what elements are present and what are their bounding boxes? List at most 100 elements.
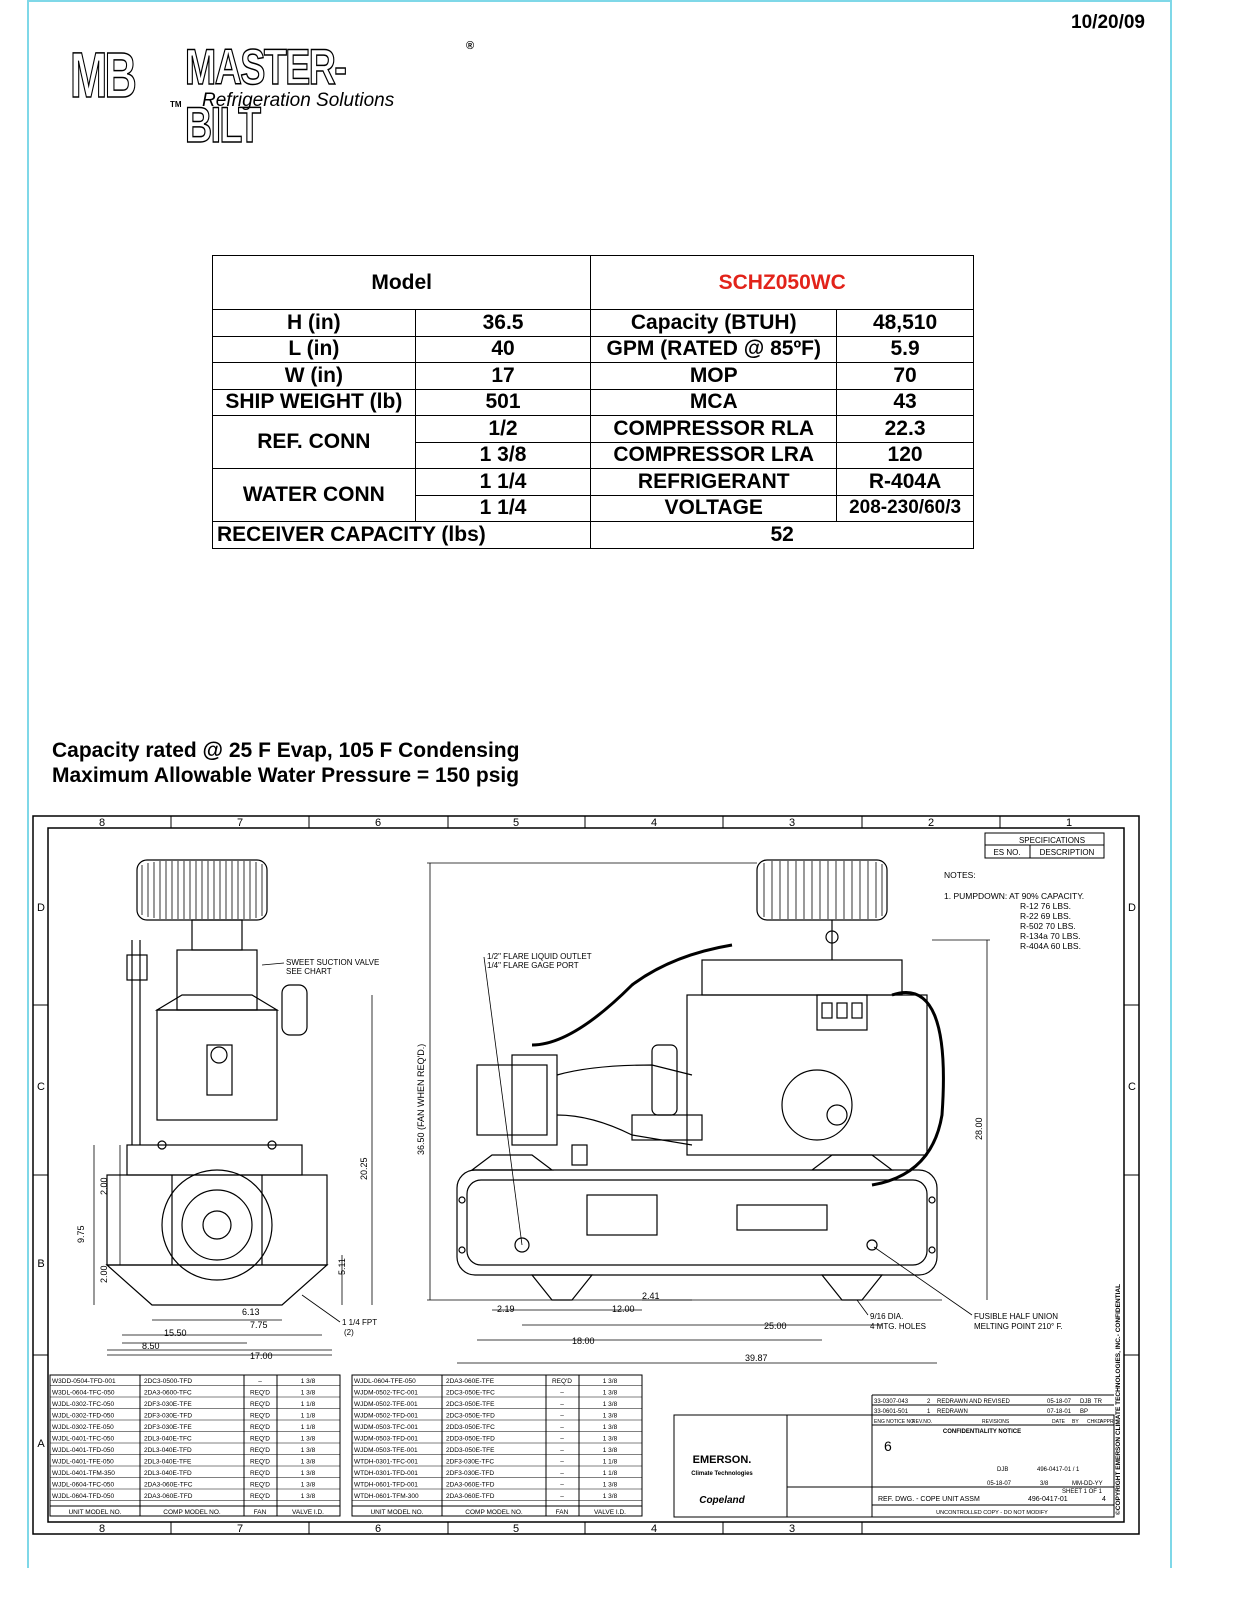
chart-cell: 2DA3-060E-TFD <box>446 1482 495 1489</box>
svg-text:2.00: 2.00 <box>99 1177 109 1195</box>
table-row: WATER CONN 1 1/4 REFRIGERANT R-404A <box>212 468 974 522</box>
chart-cell: – <box>560 1493 564 1500</box>
svg-text:3/8: 3/8 <box>1040 1481 1049 1487</box>
chart-cell: REQ'D <box>250 1390 270 1397</box>
svg-text:15.50: 15.50 <box>164 1328 187 1338</box>
ref-conn-value: 1 3/8 <box>414 441 592 469</box>
water-conn-value: 1 1/4 <box>414 494 592 522</box>
row-value2: 43 <box>836 388 974 416</box>
zone-label: 2 <box>928 817 934 829</box>
svg-text:UNIT MODEL NO.: UNIT MODEL NO. <box>68 1509 121 1516</box>
svg-text:(2): (2) <box>344 1328 354 1337</box>
svg-text:DESCRIPTION: DESCRIPTION <box>1040 848 1095 857</box>
chart-cell: 2DF3-030E-TFE <box>144 1401 192 1408</box>
row-value: 17 <box>414 362 592 390</box>
chart-cell: WJDL-0604-TFE-050 <box>354 1378 416 1385</box>
ref-conn-value: 1/2 <box>414 415 592 443</box>
logo-name: MASTER-BILT <box>184 38 347 154</box>
svg-text:2.41: 2.41 <box>642 1291 660 1301</box>
svg-text:R-404A 60 LBS.: R-404A 60 LBS. <box>1020 941 1081 951</box>
spec-table: Model SCHZ050WC H (in) 36.5 Capacity (BT… <box>211 255 974 549</box>
chart-cell: 1 3/8 <box>603 1413 618 1420</box>
svg-text:9/16 DIA.: 9/16 DIA. <box>870 1312 903 1321</box>
chart-cell: 2DA3-060E-TFC <box>144 1482 193 1489</box>
chart-cell: W3DL-0604-TFC-050 <box>52 1390 115 1397</box>
zone-label: 8 <box>99 1523 105 1535</box>
chart-cell: 2DL3-040E-TFE <box>144 1459 192 1466</box>
row-value2: 48,510 <box>836 309 974 337</box>
document-date: 10/20/09 <box>1071 12 1145 33</box>
svg-text:33-0601-501: 33-0601-501 <box>874 1409 909 1415</box>
chart-cell: WTDH-0601-TFD-001 <box>354 1482 418 1489</box>
ref-conn-label: REF. CONN <box>212 415 416 469</box>
chart-cell: REQ'D <box>250 1459 270 1466</box>
table-row: REF. CONN 1/2 COMPRESSOR RLA 22.3 <box>212 415 974 469</box>
model-label: Model <box>211 255 592 310</box>
row-value2: 5.9 <box>836 335 974 363</box>
chart-cell: 2DF3-030E-TFD <box>446 1470 494 1477</box>
chart-cell: – <box>560 1424 564 1431</box>
chart-cell: 1 1/8 <box>301 1401 316 1408</box>
end-view-dimensions: 2.00 9.75 2.00 20.25 5.11 6.13 7.75 15.5… <box>76 1157 369 1361</box>
svg-text:UNIT MODEL NO.: UNIT MODEL NO. <box>370 1509 423 1516</box>
zone-label: 8 <box>99 817 105 829</box>
svg-text:33-0307-043: 33-0307-043 <box>874 1399 909 1405</box>
chart-cell: – <box>258 1378 262 1385</box>
chart-cell: 2DA3-060E-TFD <box>446 1493 495 1500</box>
svg-text:25.00: 25.00 <box>764 1321 787 1331</box>
svg-text:18.00: 18.00 <box>572 1336 595 1346</box>
row-label2: REFRIGERANT <box>590 468 838 496</box>
svg-text:MM-DD-YY: MM-DD-YY <box>1072 1481 1103 1487</box>
svg-text:COMP MODEL NO.: COMP MODEL NO. <box>465 1509 523 1516</box>
svg-text:R-502 70 LBS.: R-502 70 LBS. <box>1020 921 1076 931</box>
svg-text:BY: BY <box>1072 1419 1079 1425</box>
chart-cell: REQ'D <box>250 1436 270 1443</box>
svg-text:5.11: 5.11 <box>337 1258 347 1275</box>
row-value2: R-404A <box>836 468 974 496</box>
chart-cell: WJDM-0502-TFC-001 <box>354 1390 418 1397</box>
chart-cell: REQ'D <box>250 1401 270 1408</box>
chart-cell: 1 3/8 <box>301 1482 316 1489</box>
svg-text:9.75: 9.75 <box>76 1225 86 1243</box>
svg-text:7.75: 7.75 <box>250 1320 268 1330</box>
svg-text:07-18-01: 07-18-01 <box>1047 1409 1072 1415</box>
chart-cell: 1 1/8 <box>603 1470 618 1477</box>
svg-text:496-0417-01: 496-0417-01 <box>1028 1496 1068 1503</box>
svg-text:SPECIFICATIONS: SPECIFICATIONS <box>1019 836 1085 845</box>
chart-cell: REQ'D <box>552 1378 572 1385</box>
chart-cell: WJDM-0503-TFC-001 <box>354 1424 418 1431</box>
emerson-logo: EMERSON. <box>693 1454 752 1466</box>
svg-text:COMP MODEL NO.: COMP MODEL NO. <box>163 1509 221 1516</box>
row-letter: D <box>37 902 45 914</box>
chart-cell: 1 3/8 <box>603 1482 618 1489</box>
chart-cell: 2DL3-040E-TFC <box>144 1436 192 1443</box>
chart-cell: – <box>560 1436 564 1443</box>
chart-cell: WJDM-0503-TFE-001 <box>354 1447 418 1454</box>
chart-cell: WTDH-0301-TFD-001 <box>354 1470 418 1477</box>
row-label: W (in) <box>212 362 416 390</box>
svg-text:DJB: DJB <box>1080 1399 1091 1405</box>
zone-label: 4 <box>651 1523 657 1535</box>
chart-cell: 1 3/8 <box>603 1390 618 1397</box>
zone-label: 7 <box>237 1523 243 1535</box>
receiver-value: 52 <box>590 521 974 549</box>
row-label2: MOP <box>590 362 838 390</box>
row-label2: COMPRESSOR LRA <box>590 441 838 469</box>
svg-text:4 MTG. HOLES: 4 MTG. HOLES <box>870 1322 926 1331</box>
chart-cell: REQ'D <box>250 1424 270 1431</box>
page-border <box>27 0 1172 1568</box>
table-row: W (in) 17 MOP 70 <box>212 362 974 390</box>
svg-text:R-22 69 LBS.: R-22 69 LBS. <box>1020 911 1071 921</box>
svg-text:R-134a 70 LBS.: R-134a 70 LBS. <box>1020 931 1080 941</box>
chart-cell: WJDL-0302-TFD-050 <box>52 1413 115 1420</box>
row-label: L (in) <box>212 335 416 363</box>
svg-text:VALVE I.D.: VALVE I.D. <box>594 1509 626 1516</box>
pressure-note: Maximum Allowable Water Pressure = 150 p… <box>52 764 520 787</box>
svg-text:2.00: 2.00 <box>99 1265 109 1283</box>
svg-text:FAN: FAN <box>254 1509 267 1516</box>
chart-cell: 2DC3-050E-TFE <box>446 1401 495 1408</box>
chart-cell: WTDH-0601-TFM-300 <box>354 1493 419 1500</box>
chart-cell: 2DD3-050E-TFD <box>446 1436 495 1443</box>
zone-label: 5 <box>513 817 519 829</box>
svg-text:1. PUMPDOWN: AT 90% CAPACITY.: 1. PUMPDOWN: AT 90% CAPACITY. <box>944 891 1084 901</box>
